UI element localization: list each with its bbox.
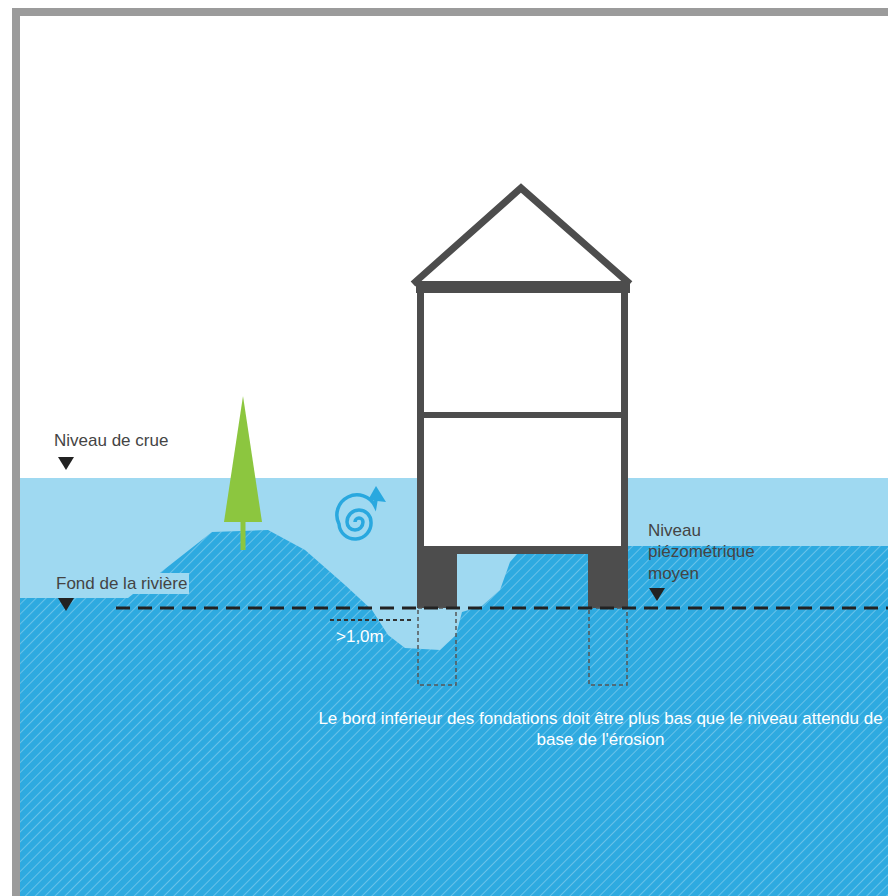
level-marker — [649, 588, 665, 601]
dimension-label: >1,0m — [334, 626, 386, 647]
level-label: Niveau de crue — [54, 430, 254, 451]
level-marker — [58, 598, 74, 611]
foundation-extension — [589, 608, 627, 685]
swirl — [337, 495, 376, 539]
ground — [20, 530, 888, 896]
groundwater-line — [116, 607, 888, 610]
foundation-extension — [418, 608, 456, 685]
floor — [417, 412, 628, 418]
roof — [413, 188, 630, 284]
ground-hatching — [20, 530, 888, 896]
swirl-arrowhead — [368, 486, 386, 502]
foundation — [417, 546, 457, 608]
note: Le bord inférieur des fondations doit êt… — [318, 708, 883, 751]
foundation — [588, 546, 628, 608]
dimension-line — [330, 619, 412, 621]
wall — [417, 286, 424, 552]
level-label: Niveau piézométrique moyen — [648, 520, 760, 584]
tree — [224, 396, 262, 522]
level-marker — [58, 457, 74, 470]
frame — [16, 12, 888, 896]
house-interior — [421, 286, 625, 552]
level-label: Fond de la rivière — [54, 573, 189, 594]
wall — [621, 286, 628, 552]
ceiling — [416, 281, 630, 293]
